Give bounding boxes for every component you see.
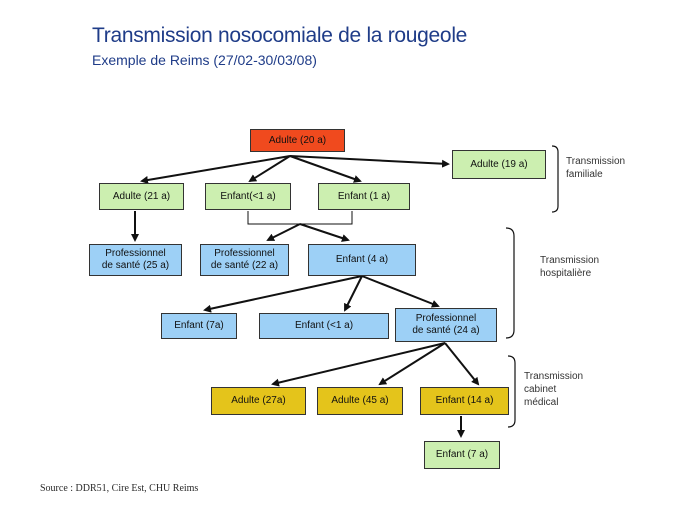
node-adulte-20: Adulte (20 a) [250,129,345,152]
node-enfant-4: Enfant (4 a) [308,244,416,276]
arrow-pro24-adulte27 [271,342,446,387]
node-adulte-45: Adulte (45 a) [317,387,403,415]
node-adulte-21: Adulte (21 a) [99,183,184,210]
slide-title: Transmission nosocomiale de la rougeole [92,24,468,47]
label-transmission-familiale: Transmission familiale [566,156,626,180]
node-pro-24: Professionnel de santé (24 a) [395,308,497,342]
label-transmission-hospitaliere: Transmission hospitalière [540,255,600,279]
node-pro-25: Professionnel de santé (25 a) [89,244,182,276]
arrow-children-enfant4 [299,223,350,242]
label-transmission-cabinet: Transmission cabinet médical [524,371,584,408]
arrow-adulte20-adulte21 [140,155,291,184]
node-enfant-1: Enfant (1 a) [318,183,410,210]
arrow-pro24-enfant14 [444,342,480,386]
connector-children-bracket [247,211,353,225]
node-enfant-lt1-hospital: Enfant (<1 a) [259,313,389,339]
node-enfant-7b: Enfant (7 a) [424,441,500,469]
arrow-adulte20-adulte19 [289,155,450,168]
arrow-enfant4-pro24 [361,275,440,308]
slide-subtitle: Exemple de Reims (27/02-30/03/08) [92,52,317,68]
arrow-pro24-adulte45 [378,342,446,386]
node-enfant-lt1-family: Enfant(<1 a) [205,183,291,210]
arrow-children-pro22 [266,223,301,241]
arrow-adulte20-enfantlt1 [248,155,291,183]
arrow-enfant4-enfantlt1b [344,275,363,312]
arrow-adulte20-enfant1 [289,155,362,183]
node-adulte-19: Adulte (19 a) [452,150,546,179]
node-enfant-14: Enfant (14 a) [420,387,509,415]
brace-familiale [551,145,559,213]
brace-cabinet [507,355,516,428]
node-enfant-7a: Enfant (7a) [161,313,237,339]
node-pro-22: Professionnel de santé (22 a) [200,244,289,276]
arrow-enfant4-enfant7a [203,275,363,313]
brace-hospitaliere [505,227,515,339]
source-note: Source : DDR51, Cire Est, CHU Reims [40,483,199,494]
node-adulte-27: Adulte (27a) [211,387,306,415]
